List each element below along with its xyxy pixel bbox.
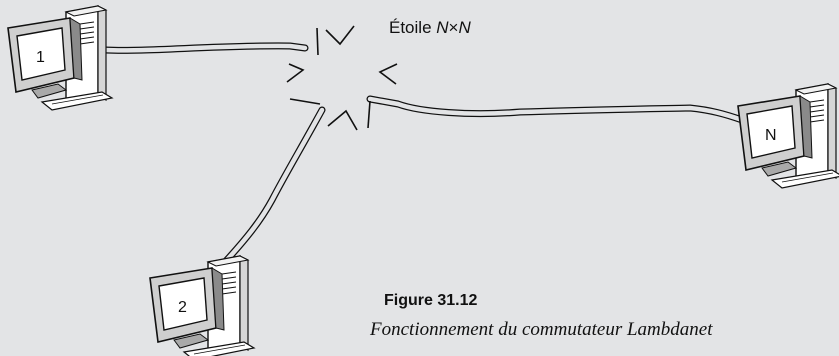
star-times: ×	[449, 18, 459, 37]
computer-2: 2	[150, 256, 254, 356]
cables	[105, 46, 742, 262]
star-label-text: Étoile	[389, 18, 432, 37]
computer-2-label: 2	[178, 299, 187, 316]
figure-caption: Fonctionnement du commutateur Lambdanet	[370, 319, 712, 341]
figure-number: Figure 31.12	[384, 292, 477, 310]
star-label: Étoile N×N	[389, 18, 471, 38]
computer-n-label: N	[765, 127, 777, 144]
computer-1-label: 1	[36, 49, 45, 66]
star-size-var1: N	[436, 18, 448, 37]
computer-n: N	[738, 84, 839, 188]
star-size-var2: N	[458, 18, 470, 37]
computer-1: 1	[8, 6, 112, 110]
star-coupler	[287, 26, 397, 130]
